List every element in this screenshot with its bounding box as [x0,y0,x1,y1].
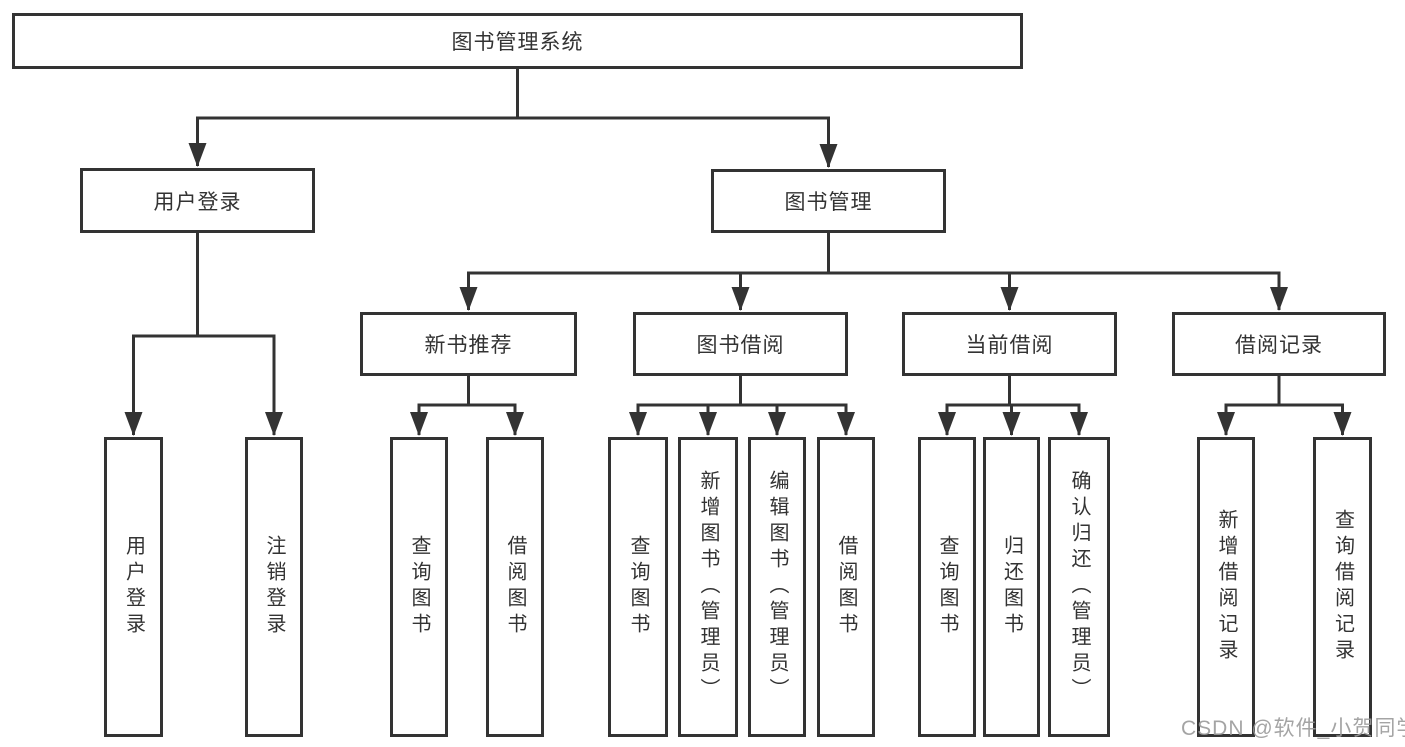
node-query-books-recommend: 查询图书 [390,437,448,737]
node-root-system: 图书管理系统 [12,13,1023,69]
node-logout-action: 注销登录 [245,437,303,737]
node-query-books-borrow: 查询图书 [608,437,668,737]
node-add-books-admin: 新增图书（管理员） [678,437,738,737]
node-borrow-books-action: 借阅图书 [817,437,875,737]
node-query-borrow-record: 查询借阅记录 [1313,437,1372,737]
node-current-borrowing: 当前借阅 [902,312,1117,376]
node-query-books-current: 查询图书 [918,437,976,737]
node-book-borrowing: 图书借阅 [633,312,848,376]
node-add-borrow-record: 新增借阅记录 [1197,437,1255,737]
csdn-watermark: CSDN @软件_小贺同学 [1181,717,1405,740]
node-borrowing-records: 借阅记录 [1172,312,1386,376]
node-edit-books-admin: 编辑图书（管理员） [748,437,806,737]
node-user-login-module: 用户登录 [80,168,315,233]
node-user-login-action: 用户登录 [104,437,163,737]
node-book-management-module: 图书管理 [711,169,946,233]
node-confirm-return-admin: 确认归还（管理员） [1048,437,1110,737]
node-borrow-books-recommend: 借阅图书 [486,437,544,737]
node-return-books: 归还图书 [983,437,1040,737]
node-new-book-recommendation: 新书推荐 [360,312,577,376]
